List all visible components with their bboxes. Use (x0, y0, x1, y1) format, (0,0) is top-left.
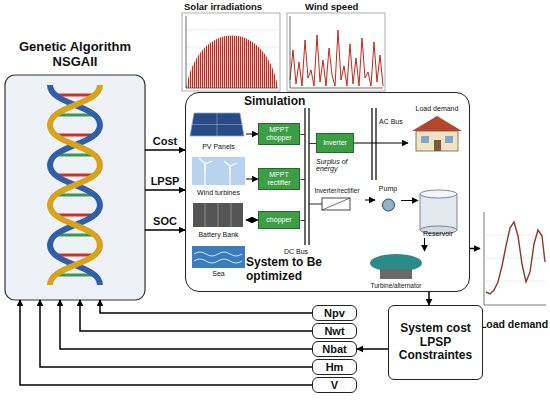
flow-arrow (80, 300, 312, 331)
algorithm-panel: Genetic Algorithm NSGAII (5, 40, 145, 300)
flow-arrow (100, 300, 312, 313)
dna-strand (50, 85, 100, 285)
variable-box: Hm (312, 359, 357, 375)
node-label: Load demand (416, 105, 459, 113)
load-chart (484, 212, 546, 305)
wind-data (290, 30, 383, 86)
bus-label: DC Bus (284, 248, 308, 255)
chart-title: Wind speed (305, 1, 358, 12)
sea: Sea (191, 243, 246, 278)
inverter-symbol (322, 198, 350, 210)
ac-bus (372, 108, 376, 180)
flow-arrow (145, 189, 185, 191)
node-label: Sea (212, 270, 224, 278)
node-label: chopper (266, 216, 291, 224)
node-label: Turbine/alternator (370, 282, 421, 289)
node-label: PV Panels (202, 143, 235, 151)
load-house: Load demand (408, 105, 466, 153)
output-box: System cost LPSP Constraintes (388, 305, 483, 380)
flow-note: Surplus of energy (316, 158, 366, 172)
battery-bank: Battery Bank (191, 201, 246, 239)
variable-box: V (312, 377, 357, 393)
wind-turbine-image (192, 157, 245, 185)
inverter-box: Inverter (316, 133, 354, 153)
chart-title: Solar irradiations (184, 1, 262, 12)
dna-strand (50, 85, 100, 285)
converter-box: MPPT rectifier (258, 168, 300, 190)
irradiation-data (186, 16, 278, 88)
flow-arrow (428, 292, 430, 305)
pv-panels: PV Panels (191, 111, 246, 151)
edge-label: Cost (153, 135, 177, 147)
flow-arrow (470, 248, 480, 250)
dna-illustration (5, 75, 145, 300)
chart-axes (290, 16, 383, 88)
node-label: Battery Bank (198, 231, 238, 239)
flow-arrow (246, 179, 258, 180)
dc-bus (305, 108, 309, 245)
node-label: Nbat (322, 343, 346, 356)
node-label: Load demand (480, 318, 548, 330)
reservoir-image (420, 190, 457, 234)
node-label: Nwt (324, 325, 344, 338)
node-label: Inverter/rectifier (314, 187, 359, 194)
flow-arrow (401, 200, 418, 201)
pump-symbol (383, 199, 395, 211)
node-label: Reservoir (423, 230, 453, 238)
flow-arrow (365, 200, 375, 201)
edge-label: LPSP (151, 175, 180, 187)
node-label: Pump (379, 185, 397, 193)
sea-image (192, 246, 245, 268)
flow-arrow (40, 300, 312, 367)
pv-panel-image (190, 113, 244, 136)
node-label: MPPT chopper (259, 126, 299, 142)
flow-arrow (145, 149, 185, 151)
pump: Pump (375, 185, 401, 213)
wind-turbines: Wind turbines (191, 155, 246, 197)
panel-outline (5, 75, 145, 300)
wind-chart (287, 13, 385, 91)
turbine-alternator: Turbine/alternator (361, 251, 431, 289)
chart-frame (182, 13, 280, 91)
load-chart-panel: Load demand (480, 205, 548, 330)
variable-box: Npv (312, 305, 357, 321)
node-label: Npv (324, 307, 345, 320)
house-image (412, 116, 462, 151)
node-label: Inverter (323, 139, 347, 147)
flow-arrow (424, 238, 425, 251)
turbine-image (370, 254, 422, 279)
chart-axes (186, 16, 278, 88)
edge-label: SOC (153, 215, 177, 227)
battery-bank-image (193, 203, 243, 227)
converter-box: MPPT chopper (258, 123, 300, 145)
node-label: System cost LPSP Constraintes (389, 322, 482, 363)
solar-chart (182, 13, 280, 91)
flow-arrow (246, 134, 258, 135)
inverter-rectifier: Inverter/rectifier (309, 187, 365, 213)
node-label: V (331, 379, 338, 392)
simulation-box: SimulationSystem to Be optimized PV Panel… (185, 92, 470, 292)
flow-arrow (145, 229, 185, 231)
node-label: Wind turbines (197, 189, 240, 197)
reservoir: Reservoir (418, 188, 458, 238)
flow-arrow (354, 143, 408, 144)
variable-box: Nbat (312, 341, 357, 357)
node-label: Genetic Algorithm NSGAII (5, 40, 145, 70)
converter-box: chopper (258, 211, 300, 229)
node-label: System to Be optimized (246, 256, 341, 284)
flow-arrow (60, 300, 312, 349)
flow-arrow (246, 220, 258, 221)
node-label: MPPT rectifier (259, 171, 299, 187)
chart-frame (287, 13, 385, 91)
variable-box: Nwt (312, 323, 357, 339)
node-label: Simulation (244, 95, 305, 109)
flow-arrow (357, 348, 388, 350)
flow-arrow (20, 300, 312, 385)
bus-label: AC Bus (379, 118, 403, 125)
node-label: Hm (326, 361, 344, 374)
